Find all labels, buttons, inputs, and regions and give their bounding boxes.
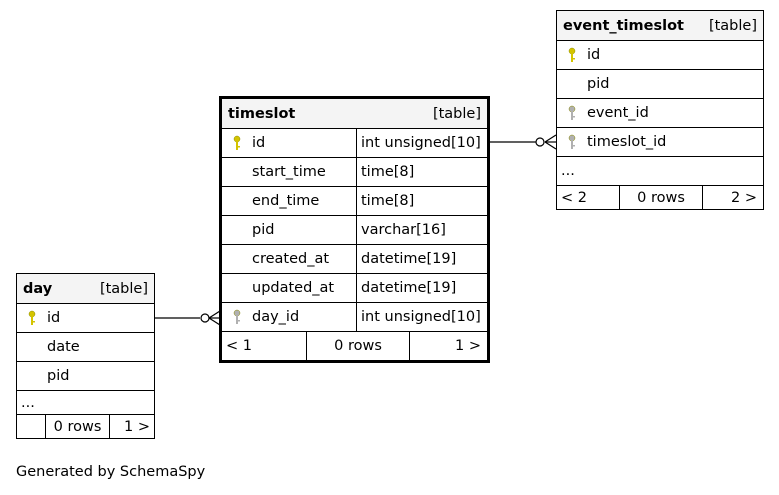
table-timeslot[interactable]: timeslot [table] id int unsigned[10] start…: [219, 96, 490, 363]
more-columns-ellipsis: ...: [557, 156, 763, 185]
column-name: start_time: [252, 164, 326, 180]
table-header: event_timeslot [table]: [557, 11, 763, 40]
column-row[interactable]: pid: [557, 69, 763, 98]
column-name: updated_at: [252, 280, 335, 296]
column-row[interactable]: end_time time[8]: [222, 186, 487, 215]
column-name: id: [252, 135, 266, 151]
column-name: id: [587, 47, 601, 63]
column-row[interactable]: id: [557, 40, 763, 69]
table-kind: [table]: [99, 280, 148, 297]
column-row[interactable]: timeslot_id: [557, 127, 763, 156]
column-type: int unsigned[10]: [361, 135, 481, 151]
column-name: pid: [47, 368, 70, 384]
column-type: time[8]: [361, 164, 415, 180]
column-row[interactable]: event_id: [557, 98, 763, 127]
parents-count: [17, 415, 45, 438]
column-row[interactable]: pid: [17, 361, 154, 390]
table-footer: < 2 0 rows 2 >: [557, 185, 763, 209]
row-count: 0 rows: [619, 186, 702, 209]
relationship-timeslot-event-timeslot: [488, 134, 557, 150]
table-header: timeslot [table]: [222, 99, 487, 128]
children-count: 2 >: [702, 186, 763, 209]
primary-key-icon: [21, 310, 43, 326]
column-type: time[8]: [361, 193, 415, 209]
column-type: datetime[19]: [361, 251, 457, 267]
foreign-key-icon: [561, 105, 583, 121]
column-type: datetime[19]: [361, 280, 457, 296]
table-name: event_timeslot: [563, 17, 684, 34]
column-row[interactable]: date: [17, 332, 154, 361]
column-name: end_time: [252, 193, 320, 209]
column-row[interactable]: updated_at datetime[19]: [222, 273, 487, 302]
table-header: day [table]: [17, 274, 154, 303]
table-kind: [table]: [432, 105, 481, 122]
generated-by-label: Generated by SchemaSpy: [16, 464, 206, 480]
foreign-key-icon: [561, 134, 583, 150]
row-count: 0 rows: [45, 415, 109, 438]
column-name: pid: [587, 76, 610, 92]
table-name: timeslot: [228, 105, 296, 122]
table-kind: [table]: [708, 17, 757, 34]
table-footer: 0 rows 1 >: [17, 414, 154, 438]
row-count: 0 rows: [306, 332, 409, 360]
column-name: created_at: [252, 251, 330, 267]
table-footer: < 1 0 rows 1 >: [222, 331, 487, 360]
column-row[interactable]: start_time time[8]: [222, 157, 487, 186]
parents-count: < 2: [561, 189, 587, 206]
column-name: day_id: [252, 309, 300, 325]
column-name: event_id: [587, 105, 649, 121]
column-row[interactable]: id int unsigned[10]: [222, 128, 487, 157]
column-name: date: [47, 339, 80, 355]
column-row[interactable]: day_id int unsigned[10]: [222, 302, 487, 331]
column-row[interactable]: id: [17, 303, 154, 332]
table-name: day: [23, 280, 53, 297]
column-name: id: [47, 310, 61, 326]
primary-key-icon: [226, 135, 248, 151]
column-type: int unsigned[10]: [361, 309, 481, 325]
foreign-key-icon: [226, 309, 248, 325]
column-row[interactable]: created_at datetime[19]: [222, 244, 487, 273]
column-row[interactable]: pid varchar[16]: [222, 215, 487, 244]
column-name: pid: [252, 222, 275, 238]
children-count: 1 >: [109, 415, 154, 438]
column-name: timeslot_id: [587, 134, 667, 150]
primary-key-icon: [561, 47, 583, 63]
column-type: varchar[16]: [361, 222, 446, 238]
more-columns-ellipsis: ...: [17, 390, 154, 414]
children-count: 1 >: [409, 332, 487, 360]
parents-count: < 1: [226, 338, 252, 354]
table-day[interactable]: day [table] id date pid ... 0 rows 1 >: [16, 273, 155, 439]
relationship-day-timeslot: [154, 310, 221, 326]
